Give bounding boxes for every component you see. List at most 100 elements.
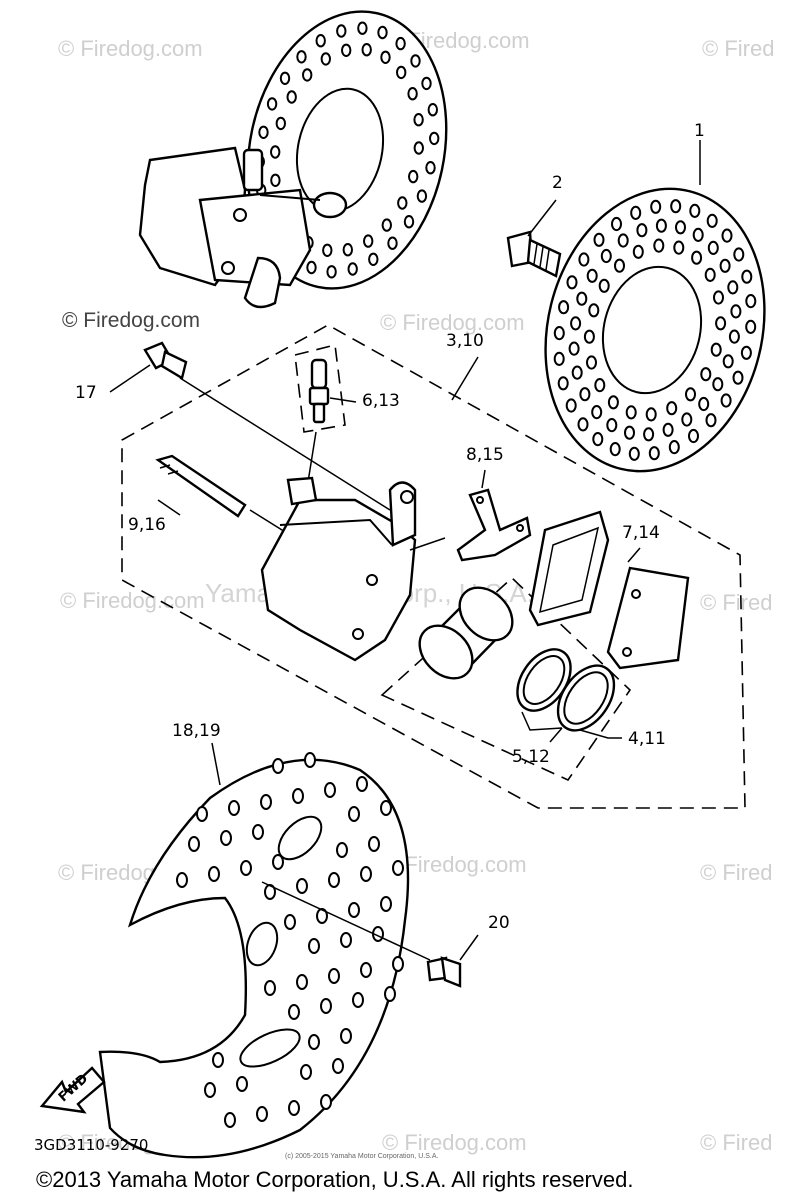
small-copyright-notice: (c) 2005-2015 Yamaha Motor Corporation, … [285, 1153, 438, 1160]
vent-hole [348, 806, 360, 822]
vent-hole [728, 329, 740, 344]
vent-hole [224, 1112, 236, 1128]
vent-hole [429, 131, 440, 146]
vent-hole [328, 968, 340, 984]
vent-hole [745, 319, 757, 334]
vent-hole [212, 1052, 224, 1068]
vent-hole [340, 1028, 352, 1044]
brake-pads-part-7-14 [528, 510, 690, 670]
vent-hole [675, 220, 686, 235]
vent-hole [408, 169, 419, 184]
vent-hole [600, 248, 612, 264]
vent-hole [704, 267, 716, 282]
vent-hole [260, 794, 272, 810]
vent-hole [286, 90, 297, 104]
vent-hole [691, 250, 703, 265]
vent-hole [316, 908, 328, 924]
vent-hole [361, 43, 372, 57]
vent-hole [296, 50, 307, 64]
vent-hole [240, 860, 252, 876]
vent-hole [421, 76, 432, 91]
vent-hole [592, 432, 604, 447]
vent-hole [557, 376, 569, 391]
vent-hole [625, 405, 637, 420]
vent-hole [387, 236, 398, 250]
vent-hole [397, 196, 408, 210]
piston-seals-part-5-12-and-4-11 [516, 648, 622, 743]
vent-hole [341, 43, 352, 57]
vent-hole [220, 830, 232, 846]
diagram-code: 3GD3110-9270 [34, 1136, 148, 1154]
vent-hole [176, 872, 188, 888]
caliper-piston [418, 586, 514, 680]
vent-hole [628, 446, 640, 461]
callout-9-16: 9,16 [128, 515, 166, 535]
vent-hole [553, 351, 565, 366]
vent-hole [360, 962, 372, 978]
vent-hole [236, 1076, 248, 1092]
vent-hole [272, 758, 284, 774]
callout-7-14: 7,14 [622, 523, 660, 543]
vent-hole [396, 65, 407, 80]
vent-hole [588, 303, 600, 318]
vent-hole [320, 998, 332, 1014]
vent-hole [356, 776, 368, 792]
bleed-screw-group-boundary [294, 344, 346, 433]
vent-hole [427, 103, 438, 117]
vent-hole [630, 205, 642, 220]
vent-hole [720, 393, 732, 408]
vent-hole [403, 215, 415, 229]
vent-hole [342, 243, 353, 257]
callout-2: 2 [552, 173, 563, 193]
vent-hole [320, 1094, 332, 1110]
vent-hole [565, 398, 577, 413]
pad-spring-part-8-15 [456, 469, 532, 562]
callout-6-13: 6,13 [362, 391, 400, 411]
vent-hole [571, 365, 583, 380]
vent-hole [357, 21, 368, 35]
vent-hole [617, 233, 629, 248]
watermark-firedog-cut: © Fired [700, 590, 772, 615]
callout-17: 17 [75, 383, 97, 403]
copyright-notice: ©2013 Yamaha Motor Corporation, U.S.A. A… [36, 1167, 633, 1192]
vent-hole [576, 291, 588, 306]
vent-hole [566, 275, 578, 290]
bleed-screw-part-6-13 [307, 358, 357, 483]
vent-hole [732, 370, 744, 385]
caliper-body-part-3-10 [260, 476, 446, 662]
vent-hole [586, 268, 598, 283]
callout-1: 1 [694, 121, 705, 141]
vent-hole [598, 278, 610, 293]
vent-hole [577, 417, 589, 432]
brake-disc-part-1 [544, 140, 766, 473]
vent-hole [624, 425, 635, 440]
vent-hole [666, 401, 678, 416]
vent-hole [348, 902, 360, 918]
vent-hole [650, 199, 662, 214]
slide-pin-part-9-16 [155, 454, 291, 536]
vent-hole [279, 71, 291, 86]
vent-hole [681, 412, 693, 427]
vent-hole [347, 262, 358, 276]
vent-hole [324, 782, 336, 798]
vent-hole [594, 378, 606, 393]
vent-hole [296, 974, 308, 990]
vent-hole [292, 788, 304, 804]
vent-hole [425, 161, 436, 175]
assembled-caliper-illustration [138, 10, 448, 309]
guard-bolt-part-20 [261, 881, 479, 988]
vent-hole [360, 866, 372, 882]
vent-hole [558, 300, 570, 315]
vent-hole [745, 294, 757, 309]
vent-hole [363, 234, 374, 248]
vent-hole [670, 199, 682, 214]
vent-hole [614, 258, 625, 273]
vent-hole [380, 896, 392, 912]
vent-hole [308, 1034, 320, 1050]
vent-hole [698, 396, 710, 412]
vent-hole [275, 116, 286, 131]
vent-hole [380, 50, 391, 64]
vent-hole [270, 173, 281, 188]
vent-hole [413, 141, 424, 155]
